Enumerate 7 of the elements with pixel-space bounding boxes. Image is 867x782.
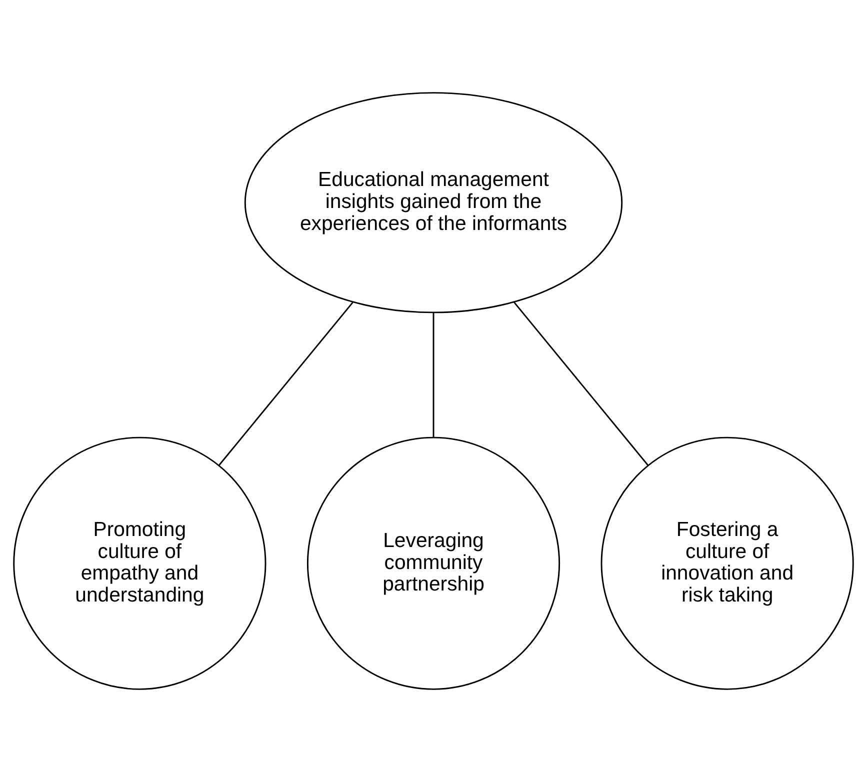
connector [432, 312, 434, 438]
node-circle: Leveraging community partnership [306, 436, 560, 690]
node-circle: Promoting culture of empathy and understanding [13, 436, 266, 690]
connector [514, 302, 648, 466]
node-circle: Fostering a culture of innovation and risk taking [600, 436, 854, 690]
node-ellipse: Educational management insights gained from the experiences of the informants [244, 92, 623, 314]
connector [218, 302, 354, 466]
